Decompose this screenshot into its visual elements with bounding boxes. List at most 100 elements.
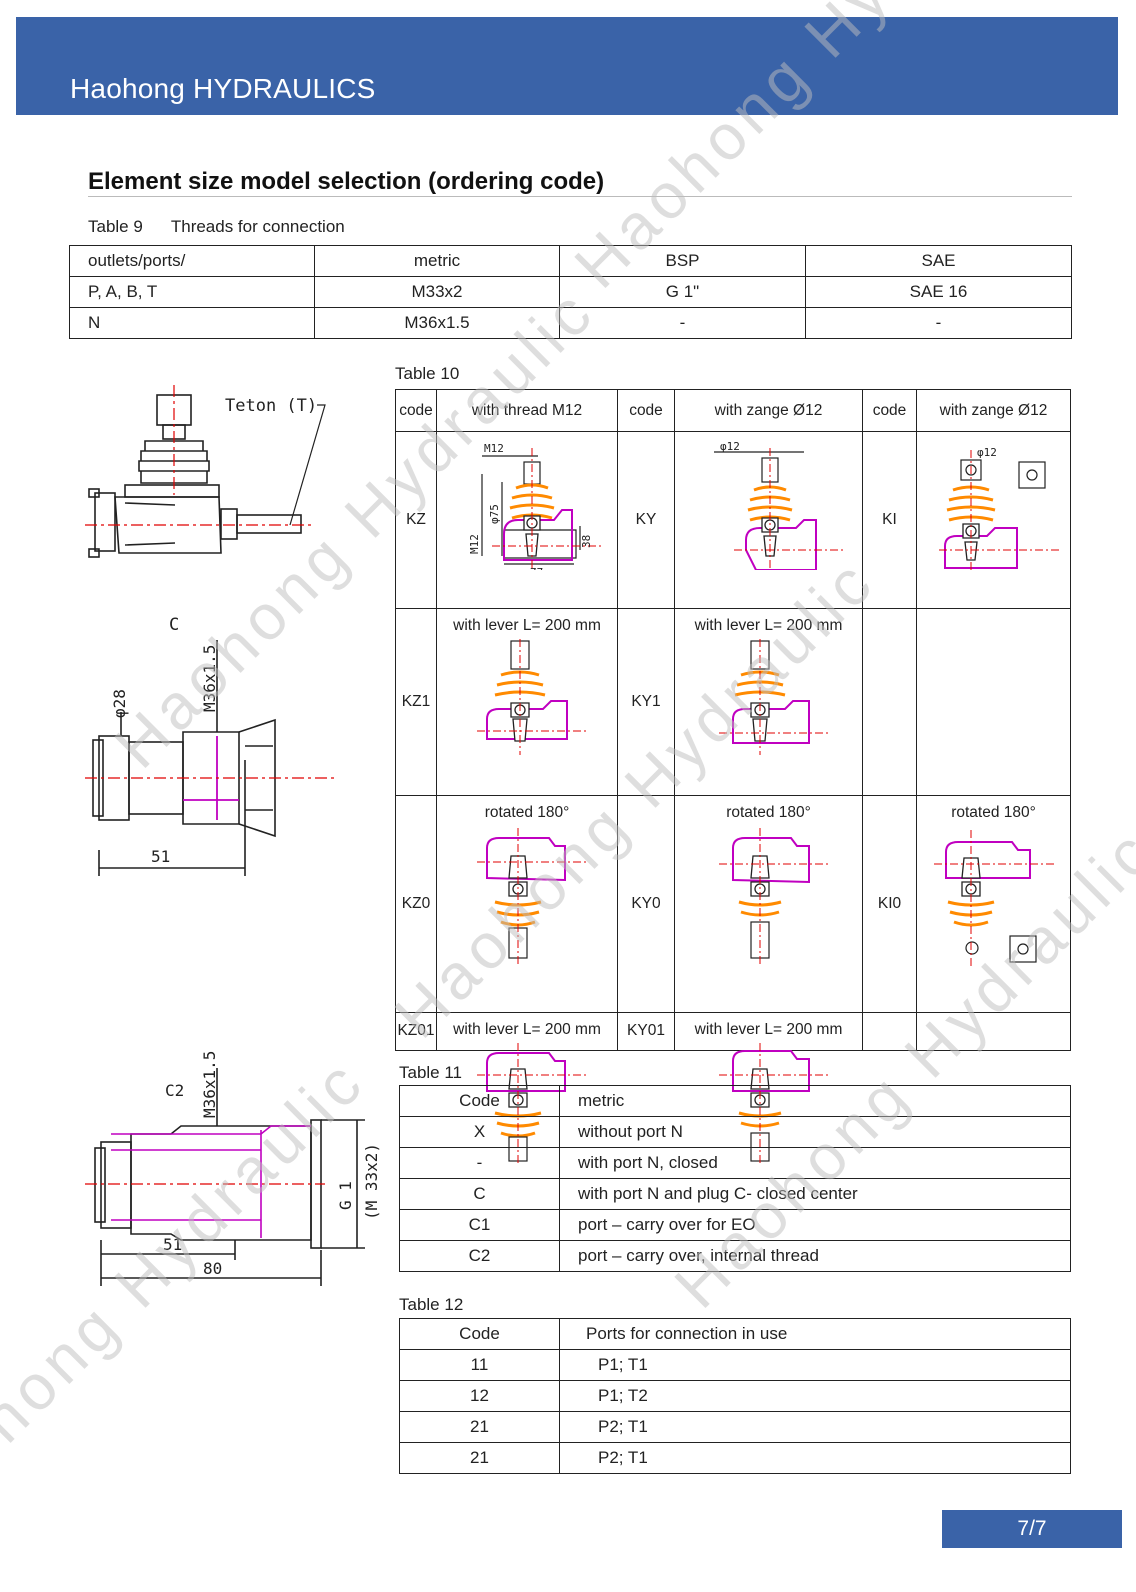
table-row: -with port N, closed xyxy=(399,1147,1071,1179)
phi12-label: φ12 xyxy=(720,440,740,453)
cell-label: rotated 180° xyxy=(484,804,570,822)
table-row: KZ0 rotated 180° KY0 rotated 180° KI0 xyxy=(395,795,1071,1013)
table-row: outlets/ports/ metric BSP SAE xyxy=(69,245,1072,277)
table-cell: C xyxy=(399,1178,560,1210)
table10: code with thread M12 code with zange Ø12… xyxy=(395,389,1071,1163)
table-cell: without port N xyxy=(559,1116,1071,1148)
table-header-cell: code xyxy=(395,389,437,432)
dim-51-label: 51 xyxy=(151,847,170,866)
empty-cell xyxy=(916,607,1071,797)
m36-label: M36x1.5 xyxy=(200,645,219,712)
phi28-label: φ28 xyxy=(110,689,129,718)
code-cell: KZ1 xyxy=(395,607,437,797)
table-row: P, A, B, T M33x2 G 1" SAE 16 xyxy=(69,276,1072,308)
c2-label: C2 xyxy=(165,1081,184,1100)
code-cell: KI xyxy=(862,431,917,609)
valve-zange-drawing: φ12 xyxy=(713,440,844,570)
phi75-label: φ75 xyxy=(488,504,501,524)
code-cell xyxy=(862,607,917,797)
table-cell: - xyxy=(399,1147,560,1179)
table-cell: M33x2 xyxy=(314,276,560,308)
table-cell: Code xyxy=(399,1085,560,1117)
table-header-cell: with thread M12 xyxy=(436,389,618,432)
table-cell: C2 xyxy=(399,1240,560,1272)
table-row: KZ01 with lever L= 200 mm KY01 with leve… xyxy=(395,1011,1071,1163)
table-row: KZ1 with lever L= 200 mm KY1 with lever … xyxy=(395,607,1071,797)
cell-label: with lever L= 200 mm xyxy=(453,1020,601,1038)
table-cell: port – carry over for EO xyxy=(559,1209,1071,1241)
page-number: 7/7 xyxy=(942,1510,1122,1548)
table-cell: 11 xyxy=(399,1349,560,1381)
table-cell: - xyxy=(805,307,1072,339)
table-cell: BSP xyxy=(559,245,806,277)
table-cell: with port N, closed xyxy=(559,1147,1071,1179)
table11-caption: Table 11 xyxy=(399,1063,463,1082)
drawing-cell: rotated 180° xyxy=(436,795,618,1013)
table-cell: N xyxy=(69,307,315,339)
table-row: code with thread M12 code with zange Ø12… xyxy=(395,389,1071,432)
table-header-cell: code xyxy=(617,389,675,432)
valve-rotated-ki-drawing xyxy=(933,830,1054,967)
drawing-cell: with lever L= 200 mm xyxy=(674,607,863,797)
c-label: C xyxy=(169,615,179,635)
drawing-cell: rotated 180° xyxy=(674,795,863,1013)
drawing-cell: φ12 xyxy=(916,431,1071,609)
code-cell: KZ01 xyxy=(395,1011,437,1052)
table-cell: 12 xyxy=(399,1380,560,1412)
drawing-cell: rotated 180° xyxy=(916,795,1071,1013)
table-cell: M36x1.5 xyxy=(314,307,560,339)
table-cell: 21 xyxy=(399,1442,560,1474)
valve-rotated-drawing xyxy=(477,828,587,965)
valve-zange-ki-drawing: φ12 xyxy=(938,446,1059,570)
table-cell: G 1" xyxy=(559,276,806,308)
drawing-cell: with lever L= 200 mm xyxy=(674,1011,863,1163)
phi12-label: φ12 xyxy=(977,446,997,459)
code-cell: KY xyxy=(617,431,675,609)
valve-lever-drawing xyxy=(477,638,587,755)
m33-label: (M 33x2) xyxy=(362,1143,381,1220)
valve-rotated-drawing xyxy=(718,828,829,965)
d38-label: 38 xyxy=(580,535,593,548)
table9: outlets/ports/ metric BSP SAE P, A, B, T… xyxy=(69,245,1072,339)
cell-label: rotated 180° xyxy=(951,804,1036,822)
cell-label: with lever L= 200 mm xyxy=(694,1020,843,1038)
table-row: N M36x1.5 - - xyxy=(69,307,1072,339)
valve-m12-drawing: M12 φ75 M12 38 77 xyxy=(468,442,602,570)
table-cell: P2; T1 xyxy=(559,1411,1071,1443)
table-cell: P1; T2 xyxy=(559,1380,1071,1412)
table-header-cell: with zange Ø12 xyxy=(916,389,1071,432)
cell-label: with lever L= 200 mm xyxy=(453,616,601,634)
code-cell: KY1 xyxy=(617,607,675,797)
table-cell: outlets/ports/ xyxy=(69,245,315,277)
table-cell: metric xyxy=(559,1085,1071,1117)
teton-drawing: Teton (T) xyxy=(85,385,326,558)
drawing-cell: with lever L= 200 mm xyxy=(436,1011,618,1163)
m12-label: M12 xyxy=(484,442,504,455)
table9-caption: Table 9 Threads for connection xyxy=(88,217,345,236)
drawing-cell: with lever L= 200 mm xyxy=(436,607,618,797)
section-title: Element size model selection (ordering c… xyxy=(88,168,605,195)
empty-cell xyxy=(916,1011,1071,1052)
table-cell: metric xyxy=(314,245,560,277)
d77-label: 77 xyxy=(530,566,543,570)
table10-caption: Table 10 xyxy=(395,364,460,383)
code-cell xyxy=(862,1011,917,1052)
table-cell: X xyxy=(399,1116,560,1148)
brand-name: Haohong HYDRAULICS xyxy=(70,73,376,104)
table-cell: C1 xyxy=(399,1209,560,1241)
teton-label: Teton (T) xyxy=(225,396,317,416)
cell-label: with lever L= 200 mm xyxy=(694,616,843,634)
title-rule xyxy=(88,196,1072,197)
table-cell: Code xyxy=(399,1318,560,1350)
cell-label: rotated 180° xyxy=(726,804,811,822)
valve-lever-drawing xyxy=(718,638,829,755)
